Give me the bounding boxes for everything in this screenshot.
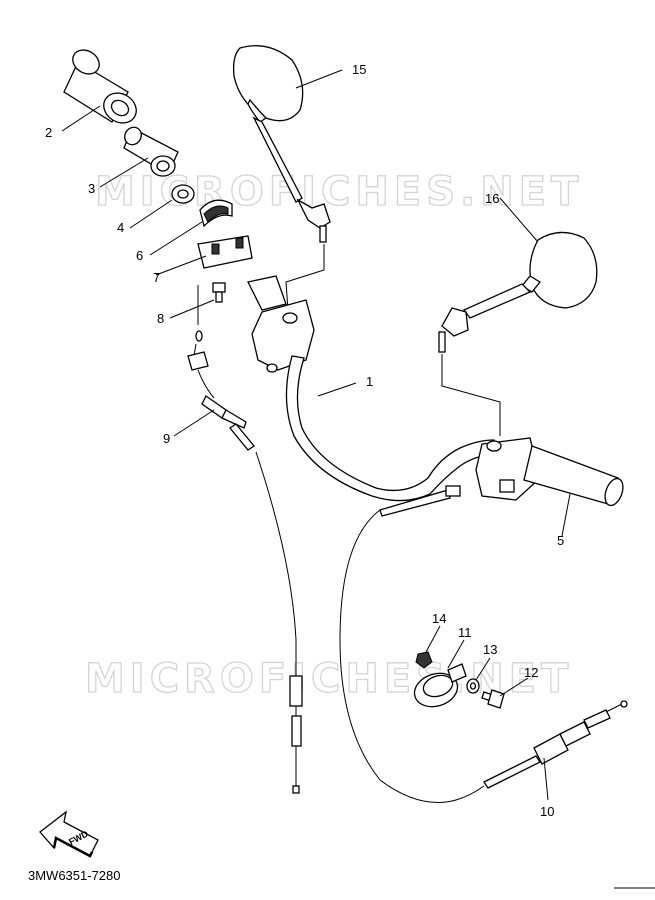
callout-13: 13 <box>483 642 497 657</box>
fwd-arrow-icon: FWD <box>39 810 99 858</box>
callout-3: 3 <box>88 181 95 196</box>
callout-16: 16 <box>485 191 499 206</box>
part-clutch-cable <box>339 485 628 803</box>
callout-7: 7 <box>153 270 160 285</box>
part-screw <box>212 282 226 303</box>
callout-11: 11 <box>458 625 472 640</box>
diagram-code: 3MW6351-7280 <box>28 868 121 883</box>
callout-2: 2 <box>45 125 52 140</box>
connector-mirror-right <box>441 354 501 436</box>
part-mirror-left <box>232 45 331 243</box>
part-upper-cap <box>199 199 233 228</box>
callout-8: 8 <box>157 311 164 326</box>
part-throttle-tube <box>123 126 179 177</box>
part-washer <box>171 184 195 204</box>
part-left-switch <box>247 275 315 373</box>
part-handlebar <box>285 355 495 502</box>
part-grip-left <box>63 49 137 124</box>
callout-15: 15 <box>352 62 366 77</box>
part-nut <box>415 651 433 669</box>
part-throttle-cable <box>187 330 303 794</box>
part-clutch-holder <box>413 663 467 708</box>
callout-1: 1 <box>366 374 373 389</box>
connector-mirror-left <box>285 244 325 311</box>
leader-lines <box>61 69 571 801</box>
callout-4: 4 <box>117 220 124 235</box>
part-lower-holder <box>197 235 253 269</box>
callout-12: 12 <box>524 665 538 680</box>
watermark-upper: MICROFICHES.NET <box>95 169 583 215</box>
part-mirror-right <box>438 231 598 353</box>
part-washer-small <box>466 678 480 694</box>
callout-14: 14 <box>432 611 446 626</box>
callout-9: 9 <box>163 431 170 446</box>
callout-6: 6 <box>136 248 143 263</box>
callout-5: 5 <box>557 533 564 548</box>
part-bolt <box>481 689 505 709</box>
part-grip-right <box>523 445 624 507</box>
callout-10: 10 <box>540 804 554 819</box>
part-right-switch <box>475 437 541 501</box>
